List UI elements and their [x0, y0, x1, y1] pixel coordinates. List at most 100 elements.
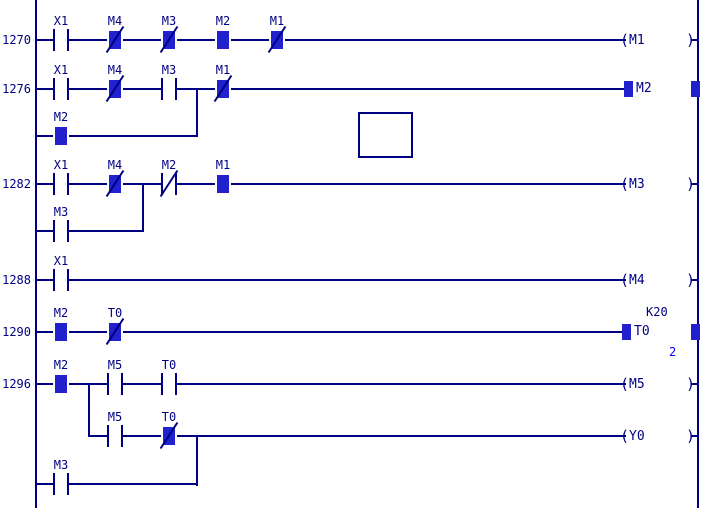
wire-horizontal: [36, 331, 626, 333]
ladder-coil[interactable]: (M1: [620, 31, 645, 49]
ladder-contact[interactable]: [105, 317, 125, 346]
nc-slash-icon: [159, 25, 179, 54]
contact-label: T0: [161, 358, 177, 372]
ladder-contact[interactable]: [53, 321, 69, 343]
nc-slash-icon: [159, 169, 179, 198]
contact-label: M3: [53, 205, 69, 219]
wire-vertical: [196, 88, 198, 137]
ladder-contact[interactable]: [159, 421, 179, 450]
wire-horizontal: [36, 88, 626, 90]
coil-close-paren: ): [686, 271, 696, 289]
nc-slash-icon: [267, 25, 287, 54]
ladder-coil[interactable]: (M5: [620, 375, 645, 393]
coil-label: M5: [629, 376, 645, 392]
coil-energized-open[interactable]: [622, 324, 631, 340]
rung-number: 1282: [2, 177, 31, 191]
contact-label: M2: [161, 158, 177, 172]
contact-label: X1: [53, 14, 69, 28]
ladder-contact[interactable]: [159, 25, 179, 54]
coil-energized-open[interactable]: [624, 81, 633, 97]
ladder-contact[interactable]: [107, 425, 123, 447]
contact-label: T0: [161, 410, 177, 424]
nc-slash-icon: [105, 317, 125, 346]
coil-label: M1: [629, 32, 645, 48]
ladder-coil[interactable]: (Y0: [620, 427, 645, 445]
contact-label: M3: [53, 458, 69, 472]
rung-number: 1296: [2, 377, 31, 391]
wire-horizontal: [36, 183, 626, 185]
ladder-contact[interactable]: [105, 169, 125, 198]
timer-current-value: 2: [669, 345, 677, 359]
ladder-contact[interactable]: [161, 78, 177, 100]
contact-label: M2: [53, 306, 69, 320]
contact-label: M2: [53, 110, 69, 124]
ladder-contact[interactable]: [53, 78, 69, 100]
wire-horizontal: [691, 39, 697, 41]
wire-horizontal: [88, 435, 626, 437]
nc-slash-icon: [105, 25, 125, 54]
rung-number: 1276: [2, 82, 31, 96]
coil-open-paren: (: [620, 427, 630, 445]
coil-energized-close: [691, 324, 700, 340]
nc-slash-icon: [105, 74, 125, 103]
ladder-contact[interactable]: [53, 29, 69, 51]
ladder-contact[interactable]: [159, 169, 179, 198]
ladder-contact[interactable]: [215, 29, 231, 51]
rung-number: 1270: [2, 33, 31, 47]
coil-open-paren: (: [620, 375, 630, 393]
ladder-contact[interactable]: [53, 269, 69, 291]
nc-slash-icon: [105, 169, 125, 198]
wire-vertical: [88, 383, 90, 437]
ladder-contact[interactable]: [213, 74, 233, 103]
contact-label: M1: [269, 14, 285, 28]
contact-label: M1: [215, 63, 231, 77]
ladder-contact[interactable]: [53, 173, 69, 195]
coil-close-paren: ): [686, 427, 696, 445]
wire-horizontal: [36, 279, 626, 281]
coil-energized-close: [691, 81, 700, 97]
ladder-contact[interactable]: [215, 173, 231, 195]
ladder-contact[interactable]: [53, 473, 69, 495]
contact-label: M4: [107, 158, 123, 172]
right-power-rail: [697, 0, 699, 508]
coil-label: M2: [636, 81, 652, 96]
timer-preset: K20: [646, 305, 668, 319]
ladder-contact[interactable]: [53, 373, 69, 395]
wire-horizontal: [691, 383, 697, 385]
rung-number: 1290: [2, 325, 31, 339]
wire-horizontal: [36, 230, 144, 232]
coil-open-paren: (: [620, 31, 630, 49]
ladder-coil[interactable]: (M4: [620, 271, 645, 289]
wire-horizontal: [36, 135, 198, 137]
wire-horizontal: [36, 39, 626, 41]
ladder-contact[interactable]: [105, 25, 125, 54]
edit-cursor: [358, 112, 413, 158]
coil-label: M3: [629, 176, 645, 192]
ladder-coil[interactable]: (M3: [620, 175, 645, 193]
ladder-contact[interactable]: [161, 373, 177, 395]
contact-label: M5: [107, 358, 123, 372]
contact-label: M4: [107, 14, 123, 28]
nc-slash-icon: [213, 74, 233, 103]
coil-label: T0: [634, 324, 650, 339]
coil-close-paren: ): [686, 175, 696, 193]
ladder-contact[interactable]: [53, 125, 69, 147]
contact-label: M3: [161, 63, 177, 77]
contact-label: M1: [215, 158, 231, 172]
wire-horizontal: [36, 483, 198, 485]
contact-label: X1: [53, 158, 69, 172]
left-power-rail: [35, 0, 37, 508]
contact-label: M2: [215, 14, 231, 28]
contact-label: M4: [107, 63, 123, 77]
wire-vertical: [196, 435, 198, 486]
ladder-contact[interactable]: [53, 220, 69, 242]
coil-label: Y0: [629, 428, 645, 444]
ladder-contact[interactable]: [267, 25, 287, 54]
ladder-contact[interactable]: [105, 74, 125, 103]
ladder-contact[interactable]: [107, 373, 123, 395]
coil-open-paren: (: [620, 271, 630, 289]
wire-horizontal: [691, 435, 697, 437]
wire-horizontal: [691, 183, 697, 185]
contact-label: X1: [53, 254, 69, 268]
